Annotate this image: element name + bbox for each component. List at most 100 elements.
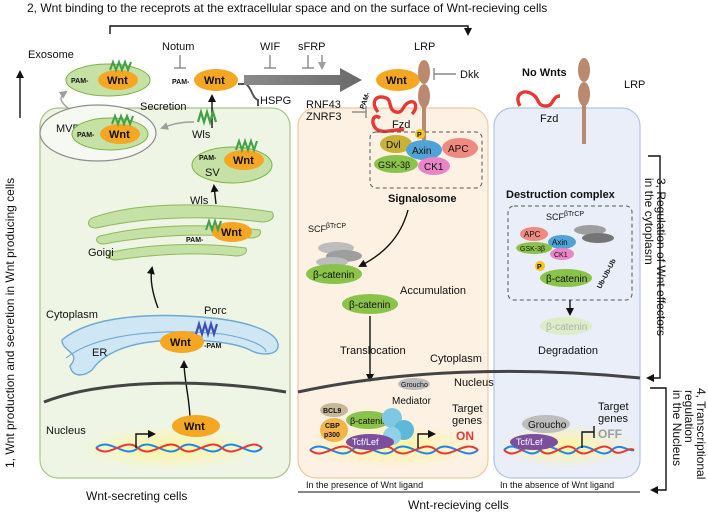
destruction-gsk3b bbox=[516, 242, 552, 254]
beta-catenin-1 bbox=[306, 264, 362, 284]
lrp-label: LRP bbox=[414, 41, 435, 53]
step3-arrow bbox=[646, 155, 661, 382]
lrp-off-domain bbox=[578, 82, 590, 106]
degradation-label: Degradation bbox=[538, 345, 598, 357]
destruction-beta-catenin bbox=[540, 269, 592, 287]
step1-heading: 1, Wnt production and secretion in Wnt p… bbox=[3, 178, 17, 468]
wls-top-icon bbox=[196, 108, 218, 126]
sv-wnt-label: Wnt bbox=[233, 155, 254, 167]
degraded-beta-catenin-label: β-catenin bbox=[546, 322, 587, 333]
destruction-apc-label: APC bbox=[524, 230, 541, 239]
lrp-on-stalk bbox=[422, 106, 426, 144]
step2-arrow bbox=[109, 25, 472, 36]
lrp-on bbox=[418, 60, 430, 84]
wls-recycle-arrow bbox=[160, 121, 195, 130]
step4-heading-line2: regulation bbox=[682, 390, 696, 443]
nucleus-to-er-arrow bbox=[180, 360, 191, 421]
receiving-cell-off bbox=[493, 107, 641, 479]
exosome-label: Exosome bbox=[28, 49, 74, 61]
off-state-label: OFF bbox=[598, 427, 622, 441]
receiving-nuclear-envelope bbox=[297, 369, 641, 394]
bcl9 bbox=[320, 403, 348, 417]
fzd-off bbox=[516, 90, 561, 108]
off-tcf-lef bbox=[510, 434, 558, 450]
on-dna-glow bbox=[302, 424, 482, 468]
secretion-label: Secretion bbox=[140, 101, 186, 113]
secreting-dna-glow bbox=[80, 426, 260, 470]
mvb-to-exosome-arrow bbox=[58, 90, 69, 109]
step2-heading: 2, Wnt binding to the receprots at the e… bbox=[27, 1, 547, 15]
golgi-wls-label: Wls bbox=[190, 195, 209, 207]
secreted-pam: PAM- bbox=[172, 79, 190, 86]
secreted-wnt-label: Wnt bbox=[204, 75, 225, 87]
er-wnt bbox=[160, 331, 204, 353]
sv-label: SV bbox=[205, 167, 220, 179]
ck1 bbox=[418, 157, 450, 175]
wls-top-label: Wls bbox=[192, 129, 211, 141]
mvb-wnt-label: Wnt bbox=[109, 129, 130, 141]
lrp-off bbox=[578, 58, 590, 82]
exosome-wnt-label: Wnt bbox=[107, 75, 128, 87]
fzd-on-label: Fzd bbox=[392, 119, 410, 131]
nucleus-wnt-label: Wnt bbox=[184, 421, 205, 433]
secreted-wnt bbox=[194, 69, 238, 91]
sv-wnt bbox=[224, 150, 264, 170]
signalosome-p bbox=[415, 129, 425, 139]
groucho-displaced bbox=[398, 378, 430, 390]
porc-label: Porc bbox=[204, 305, 227, 317]
step4-heading-line1: 4, Transcriptional bbox=[694, 388, 708, 479]
off-groucho bbox=[522, 415, 570, 433]
gsk3b bbox=[374, 155, 418, 173]
signalosome-to-bcat-arrow bbox=[358, 209, 409, 267]
step3-heading-line1: 3, Regulation of Wnt effectors bbox=[654, 178, 668, 336]
beta-catenin-2 bbox=[342, 294, 398, 314]
on-tcf-lef-label: Tcf/Lef bbox=[352, 437, 379, 447]
nucleus-wnt bbox=[172, 415, 220, 437]
on-gene-arrow bbox=[417, 430, 436, 448]
off-target-label-2: genes bbox=[598, 413, 628, 425]
wif-label: WIF bbox=[260, 41, 280, 53]
golgi-wls-icon bbox=[205, 217, 222, 234]
step4-heading-line3: in the Nucleus bbox=[670, 390, 684, 466]
golgi-label: Goigi bbox=[88, 247, 114, 259]
off-gene-block bbox=[581, 431, 594, 448]
step3-heading-line2: in the cytoplasm bbox=[642, 178, 656, 265]
off-target-label-1: Target bbox=[598, 401, 629, 413]
p300-label: p300 bbox=[324, 432, 340, 439]
lrp-on-domain bbox=[418, 84, 430, 108]
destruction-axin bbox=[548, 235, 576, 249]
destruction-scf-2 bbox=[582, 233, 614, 243]
nuclear-beta-catenin bbox=[346, 411, 390, 429]
scf-label: SCFβTrCP bbox=[308, 223, 346, 234]
destruction-label: Destruction complex bbox=[506, 189, 616, 201]
axin-label: Axin bbox=[412, 146, 431, 157]
exosome-wls-icon bbox=[109, 59, 132, 73]
sv-wls-icon bbox=[235, 137, 258, 154]
dvl-label: Dvl bbox=[386, 140, 400, 151]
golgi-cisterna-lower bbox=[108, 244, 247, 261]
no-wnts-label: No Wnts bbox=[522, 67, 567, 79]
golgi-wnt bbox=[212, 222, 252, 242]
mvb-wnt bbox=[100, 124, 140, 144]
destruction-gsk3b-label: GSK-3β bbox=[520, 246, 545, 253]
step4-arrow bbox=[650, 387, 667, 494]
bound-wnt-label: Wnt bbox=[386, 75, 407, 87]
on-state-label: ON bbox=[456, 429, 474, 443]
destruction-scf-label: SCFβTrCP bbox=[546, 211, 584, 222]
degraded-beta-catenin bbox=[540, 317, 592, 335]
on-target-label-1: Target bbox=[452, 403, 483, 415]
mvb-wls-icon bbox=[111, 113, 134, 127]
destruction-beta-catenin-label: β-catenin bbox=[546, 274, 587, 285]
receiving-nucleus-label: Nucleus bbox=[454, 377, 494, 389]
off-tcf-lef-label: Tcf/Lef bbox=[516, 437, 543, 447]
hspg-icon bbox=[238, 83, 259, 106]
znrf3-label: ZNRF3 bbox=[306, 111, 341, 123]
destruction-apc bbox=[520, 227, 548, 241]
cbp-p300 bbox=[320, 418, 348, 442]
nuclear-beta-catenin-label: β-catenin bbox=[350, 416, 387, 426]
signalosome-box bbox=[369, 131, 483, 189]
secreting-cytoplasm-label: Cytoplasm bbox=[46, 309, 98, 321]
dvl bbox=[380, 135, 412, 153]
off-groucho-label: Groucho bbox=[528, 420, 567, 431]
dkk-label: Dkk bbox=[460, 69, 479, 81]
